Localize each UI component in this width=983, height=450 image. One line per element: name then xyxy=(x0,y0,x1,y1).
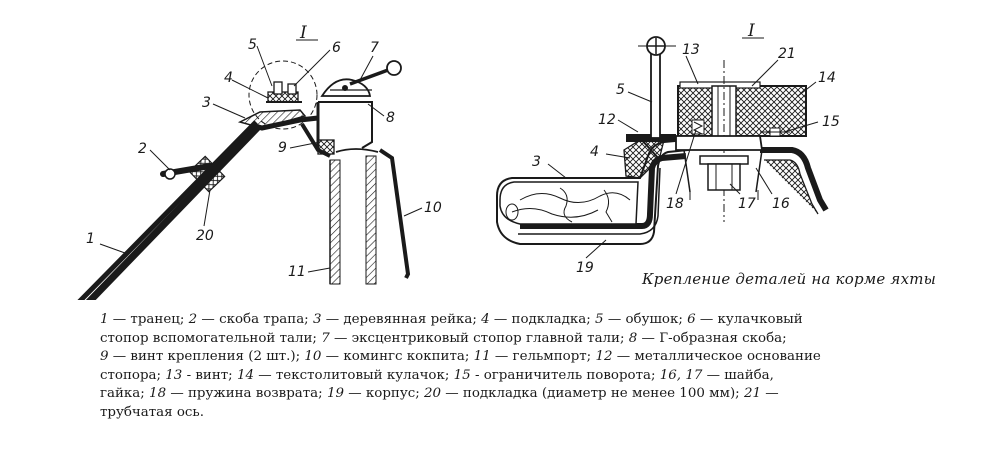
label-3: 3 xyxy=(202,95,211,111)
rudder-port xyxy=(329,148,379,285)
legend-text: — корпус; xyxy=(344,386,424,402)
legend-text: — кулачковый xyxy=(695,312,803,327)
label-8: 8 xyxy=(386,110,395,126)
technical-drawing: 1 2 3 4 5 6 7 8 9 10 11 20 I I xyxy=(77,21,840,300)
legend-number: 3 xyxy=(312,312,322,327)
legend-line: гайка; 18 — пружина возврата; 19 — корпу… xyxy=(100,385,970,404)
legend-text: гайка; xyxy=(100,386,150,402)
legend-text: — комингс кокпита; xyxy=(321,349,474,365)
label-2: 2 xyxy=(138,141,147,157)
hull xyxy=(496,138,690,245)
legend-text: — транец; xyxy=(108,312,189,327)
legend-text: — винт крепления (2 шт.); xyxy=(108,349,305,365)
legend-text: — текстолитовый кулачок; xyxy=(253,367,454,383)
label-20: 20 xyxy=(196,228,214,244)
detail-marker-right: I xyxy=(747,21,755,41)
label-r-21: 21 xyxy=(778,46,796,62)
detail-marker-left: I xyxy=(299,23,307,43)
washer-nut xyxy=(683,149,763,200)
legend-text: — обушок; xyxy=(603,312,688,327)
legend-text: — подкладка (диаметр не менее 100 мм); xyxy=(441,386,744,402)
shackle xyxy=(638,36,676,139)
legend-text: — деревянная рейка; xyxy=(321,312,482,327)
legend-text: — пружина возврата; xyxy=(166,386,327,402)
main-stopper xyxy=(316,60,402,150)
legend-number: 14 xyxy=(236,367,254,383)
legend-number: 20 xyxy=(423,386,442,402)
legend-text: - винт; xyxy=(182,367,237,383)
legend-line: стопор вспомогательной тали; 7 — эксцент… xyxy=(100,330,970,349)
label-r-5: 5 xyxy=(616,82,625,98)
legend-text: стопора; xyxy=(100,367,166,383)
label-r-12: 12 xyxy=(598,112,616,128)
legend-number: 11 xyxy=(473,349,491,365)
label-6: 6 xyxy=(332,40,341,56)
label-r-13: 13 xyxy=(682,42,700,58)
legend-number: 16, 17 xyxy=(659,367,703,383)
legend-text: — эксцентриковый стопор главной тали; xyxy=(329,330,629,346)
legend-number: 5 xyxy=(595,312,604,327)
legend-number: 4 xyxy=(481,312,490,327)
cam-cleat-assembly xyxy=(248,60,318,130)
legend-number: 8 xyxy=(628,330,638,346)
legend-number: 13 xyxy=(165,367,183,383)
legend-text: — гельмпорт; xyxy=(490,349,596,365)
legend-text: — шайба, xyxy=(702,367,774,383)
label-r-15: 15 xyxy=(822,114,840,130)
legend-number: 19 xyxy=(326,386,344,402)
legend-text: — xyxy=(761,386,779,402)
legend-number: 9 xyxy=(100,349,109,365)
figure-legend: 1 — транец; 2 — скоба трапа; 3 — деревян… xyxy=(100,311,970,423)
legend-number: 2 xyxy=(188,312,198,327)
legend-line: 9 — винт крепления (2 шт.); 10 — комингс… xyxy=(100,348,970,367)
label-r-3: 3 xyxy=(532,154,541,170)
legend-number: 12 xyxy=(595,349,613,365)
legend-text: — Г-образная скоба; xyxy=(637,330,787,346)
label-5: 5 xyxy=(248,37,257,53)
wooden-strip xyxy=(499,181,639,225)
label-10: 10 xyxy=(424,200,442,216)
left-assembly-view: 1 2 3 4 5 6 7 8 9 10 11 20 I xyxy=(77,23,442,300)
legend-number: 10 xyxy=(304,349,322,365)
legend-number: 6 xyxy=(687,312,696,327)
legend-number: 21 xyxy=(743,386,761,402)
label-r-19: 19 xyxy=(576,260,594,276)
label-r-14: 14 xyxy=(818,70,836,86)
legend-text: — металлическое основание xyxy=(612,349,821,365)
legend-text: — скоба трапа; xyxy=(197,312,313,327)
legend-number: 18 xyxy=(149,386,167,402)
legend-text: — подкладка; xyxy=(489,312,596,327)
label-r-4: 4 xyxy=(590,144,599,160)
label-11: 11 xyxy=(288,264,306,280)
legend-line: стопора; 13 - винт; 14 — текстолитовый к… xyxy=(100,367,970,386)
label-r-16: 16 xyxy=(772,196,790,212)
cockpit-coaming xyxy=(378,148,411,279)
label-9: 9 xyxy=(278,140,287,156)
label-7: 7 xyxy=(370,40,379,56)
legend-number: 15 xyxy=(453,367,471,383)
legend-number: 7 xyxy=(321,330,330,346)
legend-text: стопор вспомогательной тали; xyxy=(100,330,322,346)
legend-text: - ограничитель поворота; xyxy=(470,367,660,383)
legend-text: трубчатая ось. xyxy=(100,404,204,420)
figure-title: Крепление деталей на корме яхты xyxy=(642,270,937,288)
legend-number: 1 xyxy=(100,312,109,327)
detail-section-view: I xyxy=(496,21,840,276)
label-r-17: 17 xyxy=(738,196,756,212)
legend-line: трубчатая ось. xyxy=(100,404,970,423)
label-4: 4 xyxy=(224,70,233,86)
ladder-bracket xyxy=(160,155,226,193)
legend-line: 1 — транец; 2 — скоба трапа; 3 — деревян… xyxy=(100,311,970,330)
label-1: 1 xyxy=(86,231,95,247)
label-r-18: 18 xyxy=(666,196,684,212)
